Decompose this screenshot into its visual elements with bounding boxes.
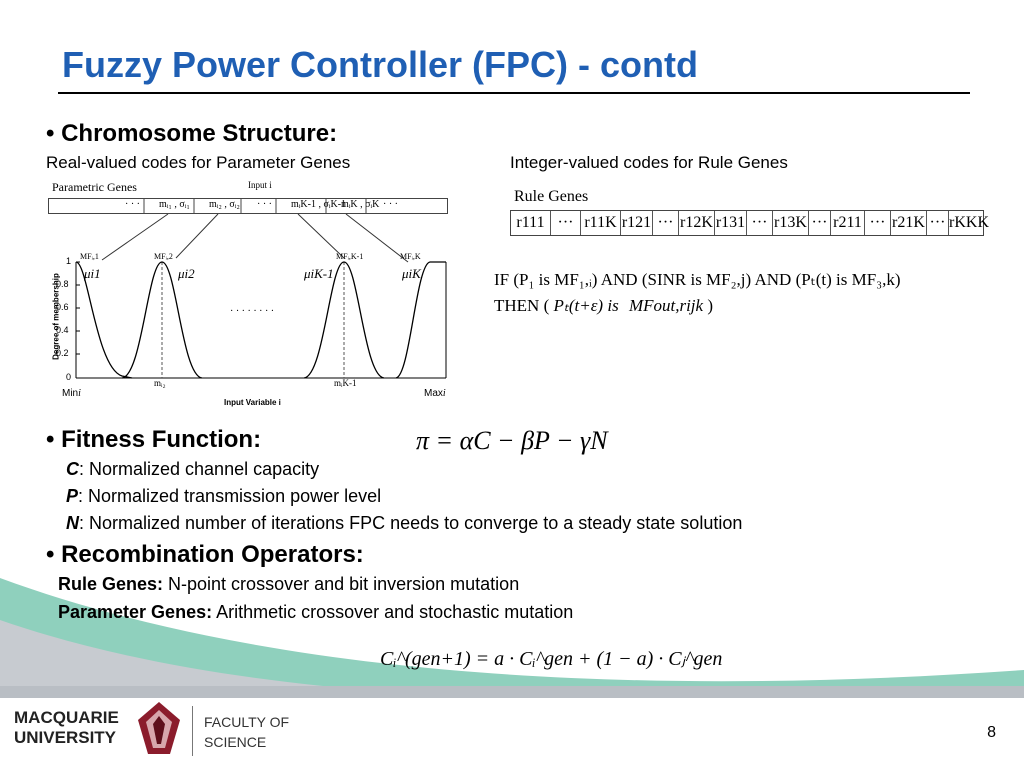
- rule-cell: r111: [511, 211, 551, 235]
- mu-label: μi1: [84, 266, 101, 281]
- chromosome-heading-text: Chromosome Structure:: [61, 120, 338, 147]
- fitness-sym: P: [66, 486, 79, 506]
- rule-cell: r131: [715, 211, 747, 235]
- rule-cell: ···: [865, 211, 891, 235]
- chromosome-heading: • Chromosome Structure:: [46, 120, 338, 147]
- mf-label: MFᵢ,K: [400, 252, 421, 261]
- macquarie-logo: MACQUARIE UNIVERSITY: [14, 708, 119, 748]
- crossover-equation: Cᵢ^(gen+1) = a · Cᵢ^gen + (1 − a) · Cⱼ^g…: [380, 648, 723, 670]
- y-tick: 0.4: [56, 325, 69, 335]
- mu-label: μiK-1: [304, 266, 334, 281]
- rule-genes-label: Rule Genes:: [58, 574, 164, 594]
- gene-strip: · · · mᵢ₁ , σᵢ₁ mᵢ₂ , σᵢ₂ · · · mᵢK-1 , …: [48, 198, 448, 214]
- parametric-genes-title: Parametric Genes: [52, 180, 137, 194]
- fitness-desc: : Normalized channel capacity: [79, 459, 320, 479]
- y-tick: 0.8: [56, 279, 69, 289]
- rule-caption: Integer-valued codes for Rule Genes: [510, 153, 788, 172]
- x-mark: mᵢK-1: [334, 378, 357, 388]
- fitness-desc: : Normalized number of iterations FPC ne…: [79, 513, 743, 533]
- membership-plot: [75, 198, 447, 379]
- rule-then-line: THEN ( Pₜ(t+ε) is MFout,rijk ): [494, 296, 713, 316]
- rule-cell: ···: [809, 211, 831, 235]
- fitness-heading: • Fitness Function:: [46, 426, 262, 453]
- fitness-sym: N: [66, 513, 79, 533]
- slide-title: Fuzzy Power Controller (FPC) - contd: [62, 44, 698, 85]
- then-mf: MFout,rijk: [628, 296, 704, 315]
- gene-cell: · · ·: [125, 199, 140, 210]
- rule-cell: r211: [831, 211, 865, 235]
- mu-label: μi2: [178, 266, 195, 281]
- then-prefix: THEN (: [494, 296, 550, 315]
- fitness-item-n: N: Normalized number of iterations FPC n…: [66, 513, 742, 534]
- gene-cell: · · ·: [257, 199, 272, 210]
- footer-divider: [192, 706, 193, 756]
- rule-cell: r121: [621, 211, 653, 235]
- x-max-text: Max: [424, 388, 443, 399]
- gene-cell: mᵢ₁ , σᵢ₁: [159, 199, 190, 210]
- fitness-item-p: P: Normalized transmission power level: [66, 486, 381, 507]
- then-mid: Pₜ(t+ε) is: [553, 296, 619, 315]
- fitness-desc: : Normalized transmission power level: [78, 486, 382, 506]
- faculty-line2: SCIENCE: [204, 734, 267, 750]
- footer-swoosh: [0, 578, 1024, 768]
- gene-cell: · · ·: [383, 199, 398, 210]
- rule-cell: ···: [653, 211, 679, 235]
- x-min-text: Min: [62, 388, 79, 399]
- rule-cell: ···: [927, 211, 949, 235]
- param-caption: Real-valued codes for Parameter Genes: [46, 153, 351, 172]
- x-axis-label: Input Variable i: [224, 398, 281, 407]
- rule-cell: rKKK: [949, 214, 989, 231]
- logo-line1: MACQUARIE: [14, 708, 119, 727]
- x-mark: mᵢ₂: [154, 378, 166, 388]
- rule-cell: ···: [747, 211, 773, 235]
- gene-cell: mᵢK-1 , σᵢK-1: [291, 199, 347, 210]
- param-genes-text: Arithmetic crossover and stochastic muta…: [212, 602, 574, 622]
- y-axis-label: Degree of membership: [51, 273, 61, 360]
- y-tick: 0: [66, 372, 72, 382]
- rule-cell: ···: [551, 211, 581, 235]
- rule-cell: r13K: [773, 211, 809, 235]
- fitness-sym: C: [66, 459, 79, 479]
- gene-cell: mᵢ₂ , σᵢ₂: [209, 199, 240, 210]
- rule-genes-strip: r111 ··· r11K r121 ··· r12K r131 ··· r13…: [510, 210, 989, 236]
- lighthouse-emblem-icon: [138, 702, 180, 754]
- faculty-line1: FACULTY OF: [204, 714, 290, 730]
- y-tick: 1: [66, 256, 72, 266]
- dots: · · · · · · · ·: [230, 306, 275, 317]
- title-underline: [58, 92, 970, 94]
- x-min-sub: i: [78, 388, 81, 399]
- x-min: Mini: [62, 388, 81, 399]
- rule-cell: r21K: [891, 211, 927, 235]
- page-number: 8: [987, 724, 996, 741]
- fitness-item-c: C: Normalized channel capacity: [66, 459, 319, 480]
- rule-if-line: IF (P₁ is MF₁,ᵢ) AND (SINR is MF₂,j) AND…: [494, 270, 901, 289]
- logo-line2: UNIVERSITY: [14, 728, 117, 747]
- x-max: Maxi: [424, 388, 446, 399]
- recombination-heading-text: Recombination Operators:: [61, 541, 364, 568]
- then-suffix: ): [707, 296, 713, 315]
- param-genes-label: Parameter Genes:: [58, 602, 213, 622]
- rule-genes-title: Rule Genes: [514, 188, 589, 205]
- gene-cell: mᵢK , σᵢK: [341, 199, 380, 210]
- y-tick: 0.6: [56, 302, 69, 312]
- param-genes-operator: Parameter Genes: Arithmetic crossover an…: [58, 602, 573, 623]
- y-tick: 0.2: [56, 348, 69, 358]
- rule-cell: r12K: [679, 211, 715, 235]
- rule-genes-operator: Rule Genes: N-point crossover and bit in…: [58, 574, 519, 595]
- recombination-heading: • Recombination Operators:: [46, 541, 364, 568]
- fitness-heading-text: Fitness Function:: [61, 426, 262, 453]
- mf-label: MFᵢ,K-1: [336, 252, 364, 261]
- input-label: Input i: [248, 180, 272, 190]
- mu-label: μiK: [402, 266, 421, 281]
- fitness-equation: π = αC − βP − γN: [416, 426, 608, 455]
- mf-label: MFᵢ,2: [154, 252, 173, 261]
- mf-label: MFᵢ,1: [80, 252, 99, 261]
- rule-cell: r11K: [581, 211, 621, 235]
- parametric-genes-figure: Parametric Genes Input i · · · mᵢ₁ , σᵢ₁…: [36, 178, 456, 414]
- rule-genes-text: N-point crossover and bit inversion muta…: [163, 574, 520, 594]
- faculty-label: FACULTY OF SCIENCE: [204, 712, 289, 752]
- x-max-sub: i: [442, 388, 446, 399]
